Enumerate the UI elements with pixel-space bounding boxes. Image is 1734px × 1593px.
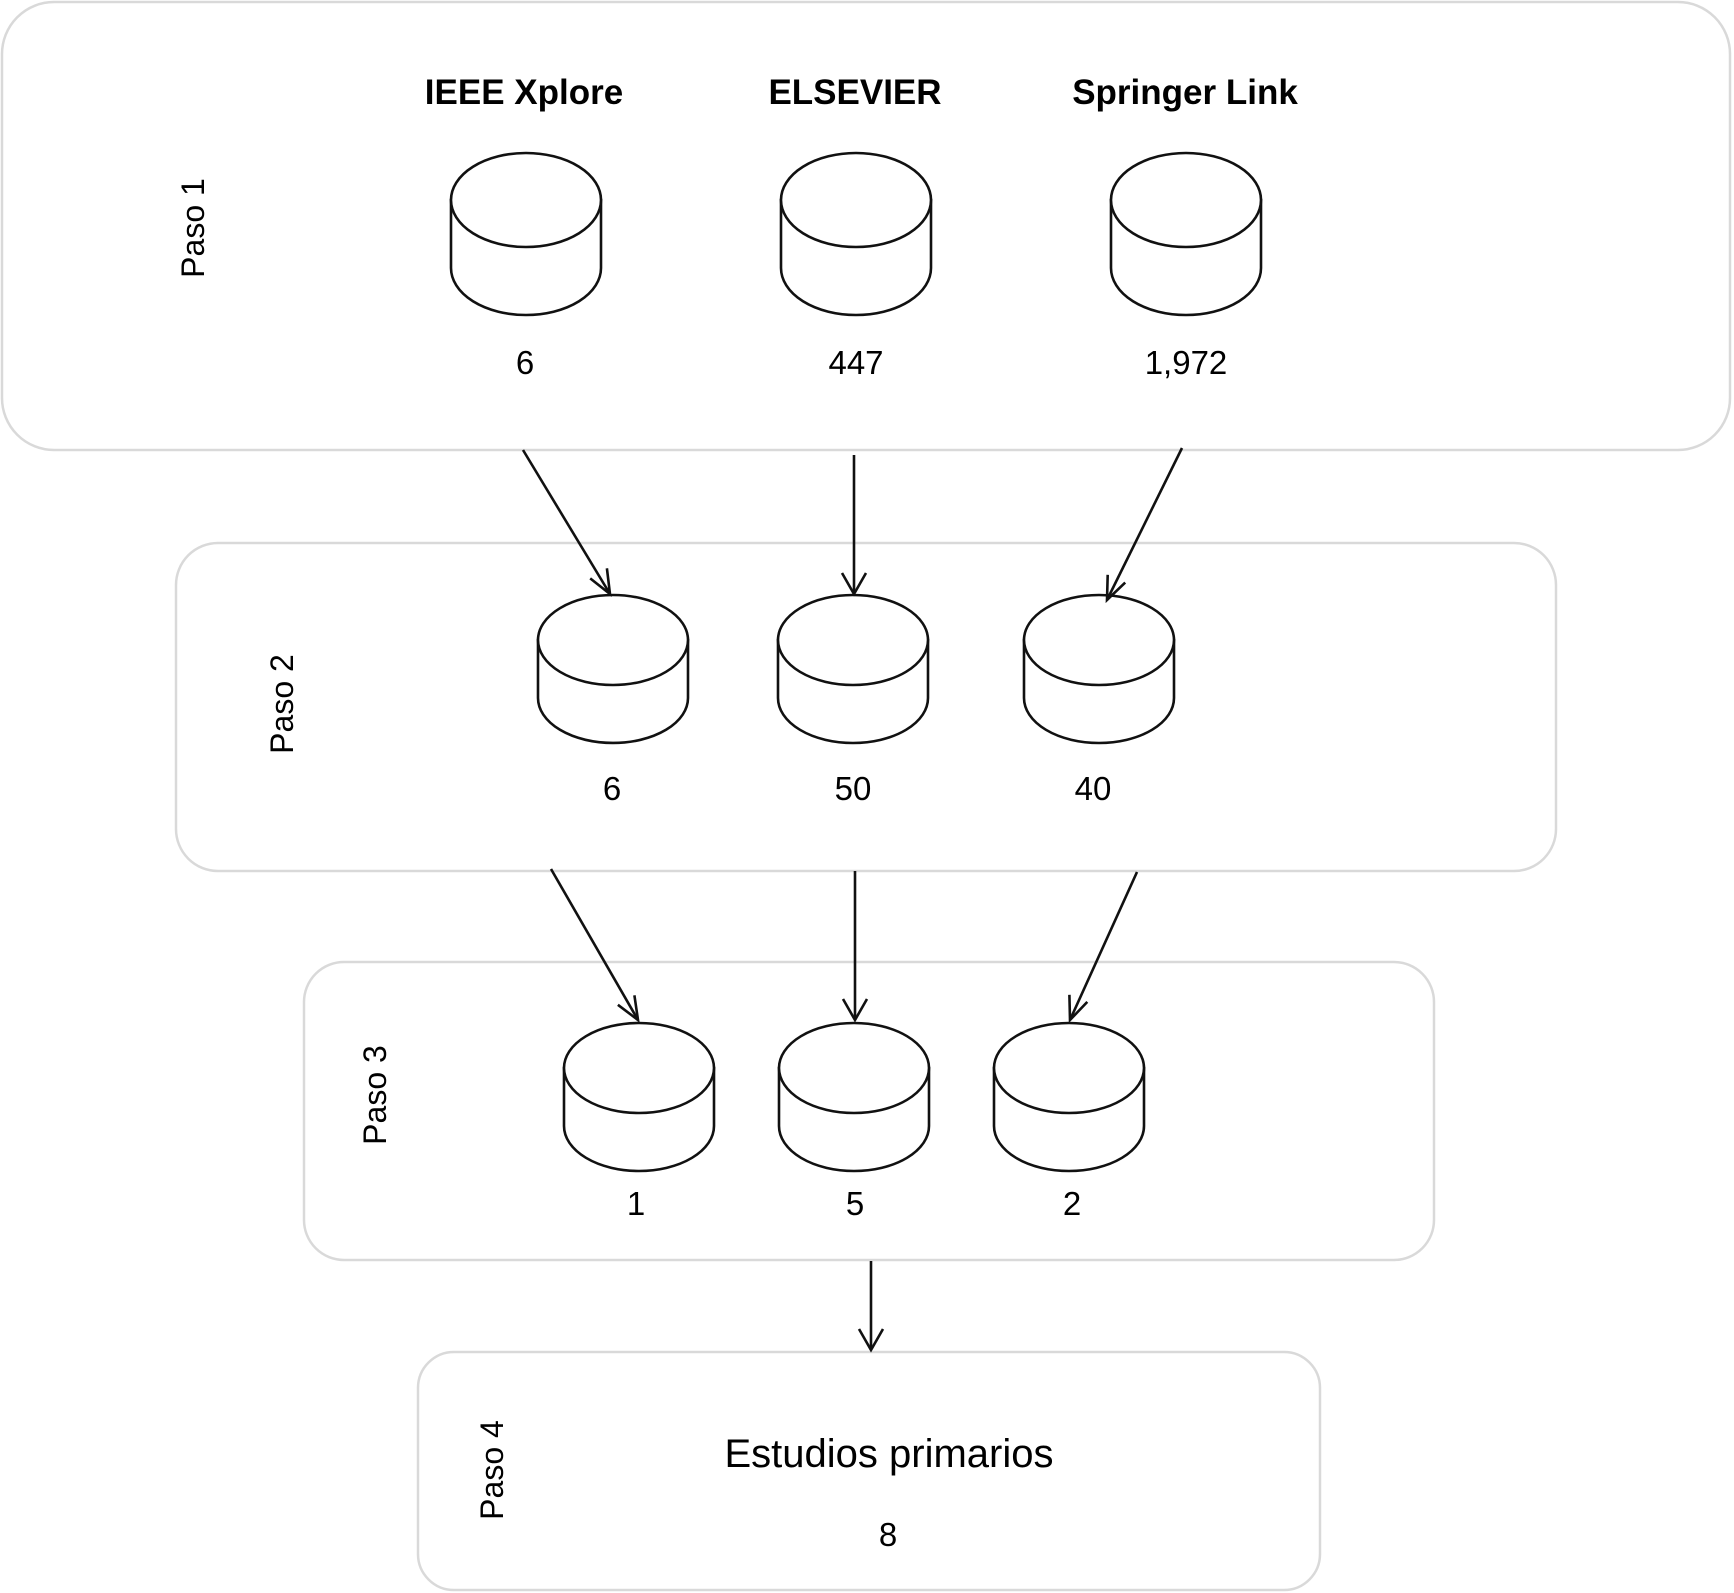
step-1-count-ieee: 6 — [516, 344, 534, 381]
step-1-count-elsevier: 447 — [828, 344, 883, 381]
step-3-count-elsevier: 5 — [846, 1185, 864, 1222]
database-icon — [777, 1021, 931, 1173]
arrow-icon — [841, 871, 869, 1023]
db-title-ieee: IEEE Xplore — [425, 73, 623, 112]
database-icon — [779, 151, 933, 317]
arrow-icon — [857, 1261, 885, 1353]
arrow-icon — [521, 449, 612, 597]
arrow-icon — [840, 455, 868, 597]
step-3-label: Paso 3 — [357, 1045, 393, 1145]
step-1-label: Paso 1 — [175, 178, 211, 278]
step-4-label: Paso 4 — [474, 1420, 510, 1520]
database-icon — [1022, 593, 1176, 745]
database-icon — [536, 593, 690, 745]
step-2-count-elsevier: 50 — [835, 770, 872, 807]
result-count: 8 — [879, 1516, 897, 1553]
db-title-elsevier: ELSEVIER — [768, 73, 941, 112]
step-2-count-springer: 40 — [1075, 770, 1112, 807]
arrow-icon — [1068, 871, 1139, 1024]
db-title-springer: Springer Link — [1072, 73, 1298, 112]
database-icon — [776, 593, 930, 745]
database-icon — [992, 1021, 1146, 1173]
database-icon — [562, 1021, 716, 1173]
result-title: Estudios primarios — [724, 1432, 1053, 1476]
step-3-count-ieee: 1 — [627, 1185, 645, 1222]
step-2-count-ieee: 6 — [603, 770, 621, 807]
step-2-label: Paso 2 — [264, 654, 300, 754]
database-icon — [1109, 151, 1263, 317]
database-icon — [449, 151, 603, 317]
step-1-count-springer: 1,972 — [1145, 344, 1228, 381]
arrow-icon — [549, 868, 640, 1023]
step-3-count-springer: 2 — [1063, 1185, 1081, 1222]
step-4-panel — [416, 1350, 1322, 1592]
arrow-icon — [1105, 447, 1184, 604]
